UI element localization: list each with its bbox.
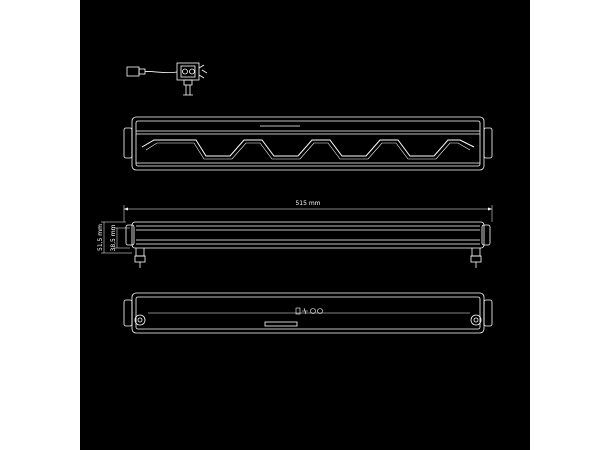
junction-port-right (189, 68, 195, 75)
rear-logo-slot (264, 321, 298, 327)
technical-drawing: 515 mm 51,5 mm 38,5 mm (97, 62, 493, 334)
rear-mount-right-hole (473, 317, 479, 323)
top-view (101, 205, 493, 268)
top-end-cap-right (481, 224, 491, 246)
top-housing-outer (131, 221, 485, 249)
junction-box (176, 62, 200, 81)
top-end-cap-left (125, 224, 135, 246)
rear-view (123, 292, 493, 334)
rear-label-icons (295, 307, 323, 315)
chevron-light-guide-inner (145, 142, 471, 160)
length-label: 515 mm (295, 200, 320, 207)
rear-mount-left-hole (137, 317, 143, 323)
mount-foot (183, 85, 193, 96)
mount-stem (183, 79, 193, 86)
mount-bracket-right (471, 248, 481, 257)
front-housing-inner (135, 120, 481, 167)
front-end-cap-left (123, 127, 133, 159)
technical-drawing-canvas: 515 mm 51,5 mm 38,5 mm (80, 0, 530, 450)
rear-end-cap-right (483, 299, 493, 327)
connector-detail (126, 62, 208, 96)
plug-collar (138, 68, 146, 75)
front-view (123, 116, 493, 171)
mount-bolt-left (134, 255, 146, 263)
front-end-cap-right (483, 127, 493, 159)
rear-end-cap-left (123, 299, 133, 327)
mount-bracket-left (135, 248, 145, 257)
front-housing-outer (131, 116, 485, 171)
mount-bolt-right (470, 255, 482, 263)
rear-housing-inner (135, 296, 481, 330)
depth-label: 38,5 mm (110, 224, 117, 251)
junction-wires (198, 64, 208, 79)
junction-box-inner (180, 65, 196, 78)
junction-port-left (182, 68, 188, 75)
chevron-light-guide-outer (141, 139, 475, 157)
height-label: 51,5 mm (97, 224, 104, 251)
rear-mount-right (470, 314, 482, 326)
rear-mount-left (134, 314, 146, 326)
plug-body (126, 66, 140, 77)
cable (144, 71, 178, 74)
